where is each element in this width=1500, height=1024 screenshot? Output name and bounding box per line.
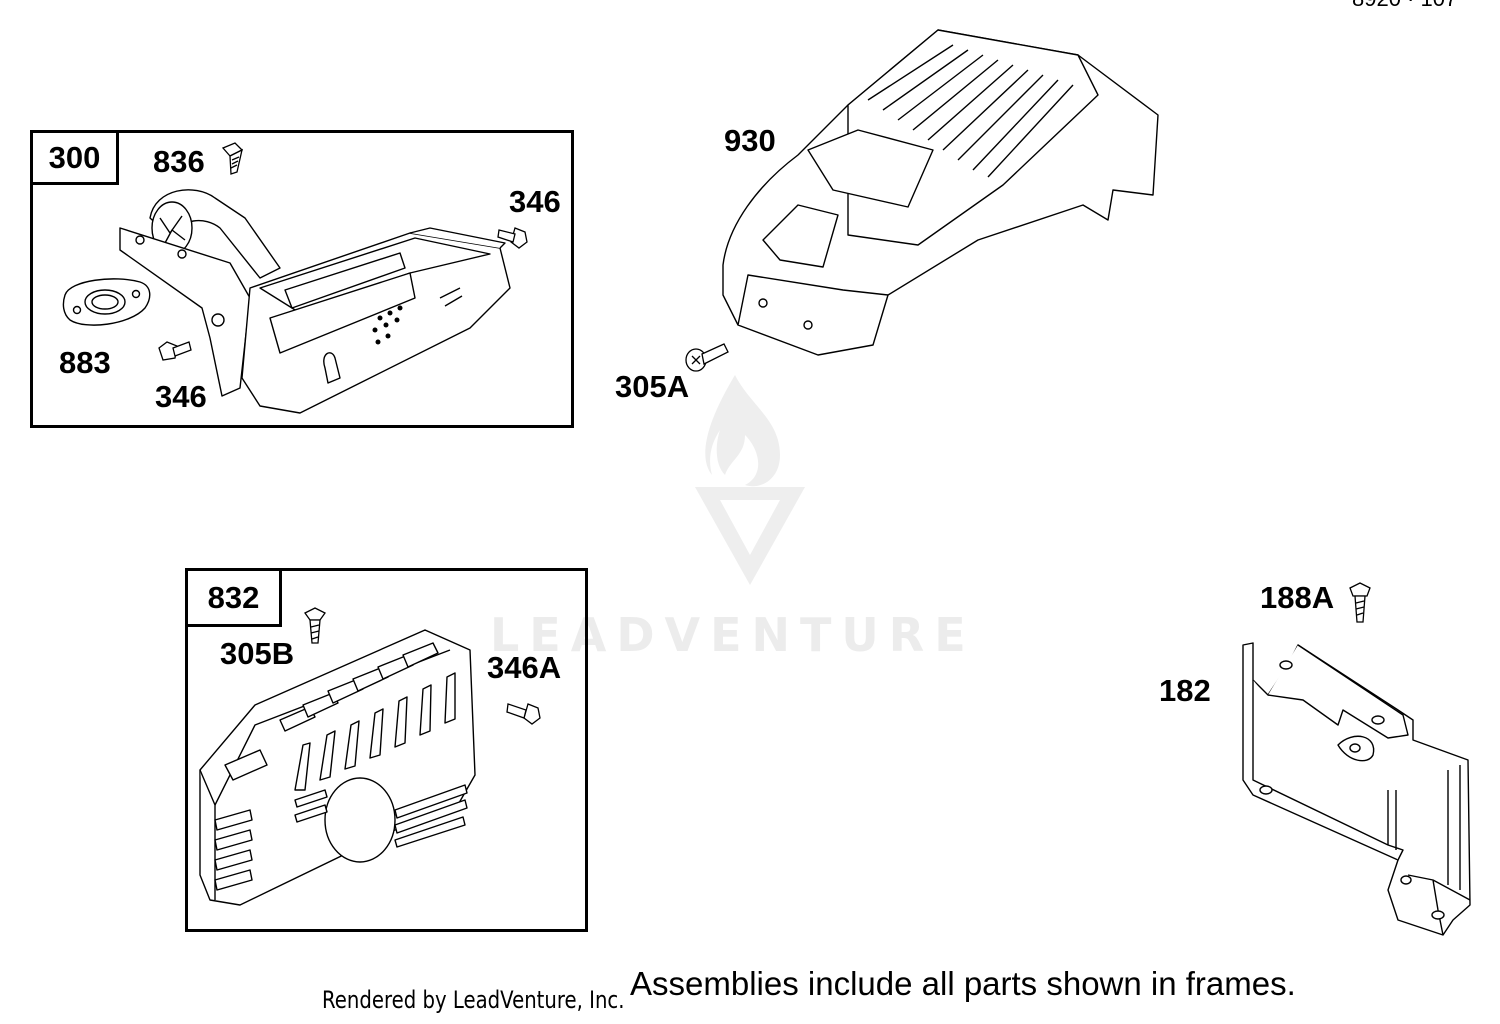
rendered-by-credit: Rendered by LeadVenture, Inc. [322,986,625,1014]
label-346A: 346A [487,650,562,685]
label-188A: 188A [1260,580,1335,615]
screw-188A-drawing [1345,580,1375,626]
label-883: 883 [59,345,111,380]
label-182: 182 [1159,673,1211,708]
label-836: 836 [153,144,205,179]
screw-346-top-drawing [495,222,531,254]
label-930: 930 [724,123,776,158]
label-305B: 305B [220,636,295,671]
assemblies-note: Assemblies include all parts shown in fr… [630,965,1296,1002]
gasket-883-drawing [60,270,155,332]
screw-836-drawing [215,140,255,180]
bracket-182-drawing [1238,640,1473,938]
diagram-code: 8920 · 107 [1352,0,1457,12]
watermark-logo [695,375,805,585]
guard-832-drawing [195,625,485,915]
watermark-text: LEADVENTURE [490,608,976,662]
screw-305A-drawing [684,338,730,374]
screw-305B-drawing [300,605,330,647]
label-346-top: 346 [509,184,561,219]
frame-number-832: 832 [188,571,282,627]
label-346-bottom: 346 [155,379,207,414]
label-305A: 305A [615,369,690,404]
frame-number-300: 300 [33,133,119,185]
muffler-drawing [110,178,530,418]
screw-346-bottom-drawing [155,338,193,368]
assembly-frame-300: 300 [30,130,574,428]
assembly-frame-832: 832 [185,568,588,932]
shroud-930-drawing [718,25,1163,360]
screw-346A-drawing [502,698,544,730]
